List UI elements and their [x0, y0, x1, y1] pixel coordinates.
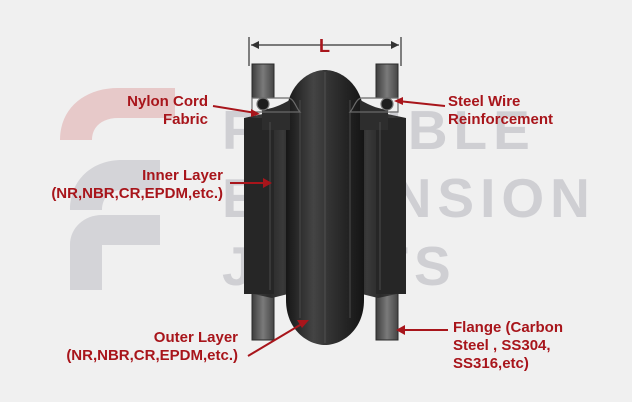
label-flange: Flange (Carbon Steel , SS304, SS316,etc)	[453, 319, 563, 373]
label-nylon-cord-line-2: Fabric	[162, 111, 208, 128]
label-steel-wire-line-2: Reinforcement	[448, 111, 554, 128]
arrow-outer-layer	[247, 320, 309, 357]
rubber-body-inner-right	[376, 118, 406, 294]
label-inner-layer-line-1: Inner Layer	[142, 167, 223, 184]
label-steel-wire-line-1: Steel Wire	[448, 93, 521, 110]
label-flange-line-1: Flange (Carbon	[453, 319, 564, 336]
arrow-flange	[396, 325, 448, 335]
arrow-inner-layer	[230, 178, 272, 188]
label-outer-layer: Outer Layer (NR,NBR,CR,EPDM,etc.)	[50, 329, 238, 365]
label-outer-layer-line-1: Outer Layer	[153, 329, 238, 346]
label-nylon-cord: Nylon Cord Fabric	[118, 93, 208, 129]
arrow-nylon-cord	[212, 105, 260, 117]
arrow-steel-wire	[394, 97, 446, 107]
label-flange-line-3: SS316,etc)	[453, 355, 529, 372]
label-inner-layer-line-2: (NR,NBR,CR,EPDM,etc.)	[51, 185, 223, 202]
rubber-body-inner-left	[244, 118, 274, 294]
watermark-logo-top-swoosh	[60, 88, 175, 140]
left-bead	[256, 97, 270, 111]
label-flange-line-2: Steel , SS304,	[453, 337, 551, 354]
dimension-line	[248, 37, 402, 66]
label-nylon-cord-line-1: Nylon Cord	[127, 93, 208, 110]
right-flange-top	[375, 63, 399, 99]
right-bead	[380, 97, 394, 111]
label-inner-layer: Inner Layer (NR,NBR,CR,EPDM,etc.)	[38, 167, 223, 203]
rubber-arch-shoulders	[262, 100, 290, 130]
watermark-logo-bottom	[70, 215, 160, 290]
left-flange-top	[251, 63, 275, 99]
dimension-label-l: L	[319, 36, 330, 56]
label-steel-wire: Steel Wire Reinforcement	[448, 93, 553, 129]
label-outer-layer-line-2: (NR,NBR,CR,EPDM,etc.)	[66, 347, 238, 364]
watermark-logo-middle	[70, 160, 160, 210]
